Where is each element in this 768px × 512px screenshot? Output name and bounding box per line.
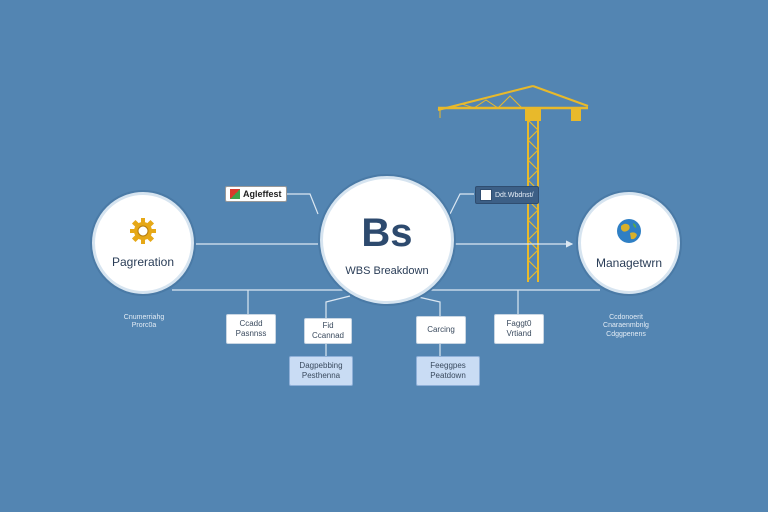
node-left[interactable]: Pagreration [92, 192, 194, 294]
wbs-box-line: Ccadd [239, 319, 263, 329]
node-center[interactable]: Bs WBS Breakdown [320, 176, 454, 304]
wbs-box-line: Faggt0 [506, 319, 532, 329]
wbs-box-line: Ccannad [311, 331, 345, 340]
document-icon [480, 189, 492, 201]
tag-left[interactable]: Agleffest [225, 186, 287, 202]
tag-right-label: Ddt.Wbdnst/ [495, 191, 534, 199]
wbs-box-line: Feeggpes [430, 361, 466, 371]
node-center-label: WBS Breakdown [345, 265, 429, 277]
note-right-line: Ccdonoerit [609, 314, 643, 321]
wbs-box-line: Vrtiand [506, 329, 532, 338]
note-right: Ccdonoerit Cnaraenmbnlg Cdggpenens [590, 314, 662, 339]
wbs-box-line: Pesthenna [301, 371, 341, 380]
wbs-box-line: Pasnnss [235, 329, 267, 338]
note-left-line: Cnumerriahg [123, 314, 165, 321]
app-badge-icon [230, 189, 240, 199]
note-right-line: Cdggpenens [606, 330, 646, 338]
wbs-box-line: Fid [322, 321, 334, 331]
connectors [172, 193, 600, 356]
note-left-line: Prorc0a [131, 322, 157, 330]
crane-icon [437, 85, 589, 282]
wbs-box[interactable]: Carcing [416, 316, 466, 344]
tag-right[interactable]: Ddt.Wbdnst/ [475, 186, 539, 204]
globe-icon [615, 217, 643, 250]
node-center-title: Bs [361, 211, 413, 255]
wbs-box-line: Dagpebbing [299, 361, 343, 371]
note-right-line: Cnaraenmbnlg [603, 322, 649, 330]
gear-icon [130, 217, 156, 249]
wbs-box-line: Peatdown [430, 371, 466, 380]
tag-left-label: Agleffest [243, 189, 282, 199]
node-left-label: Pagreration [111, 254, 175, 269]
note-left: Cnumerriahg Prorc0a [112, 314, 176, 331]
wbs-box-line: Carcing [427, 325, 455, 335]
node-right[interactable]: Managetwrn [578, 192, 680, 294]
node-right-label: Managetwrn [595, 255, 663, 270]
